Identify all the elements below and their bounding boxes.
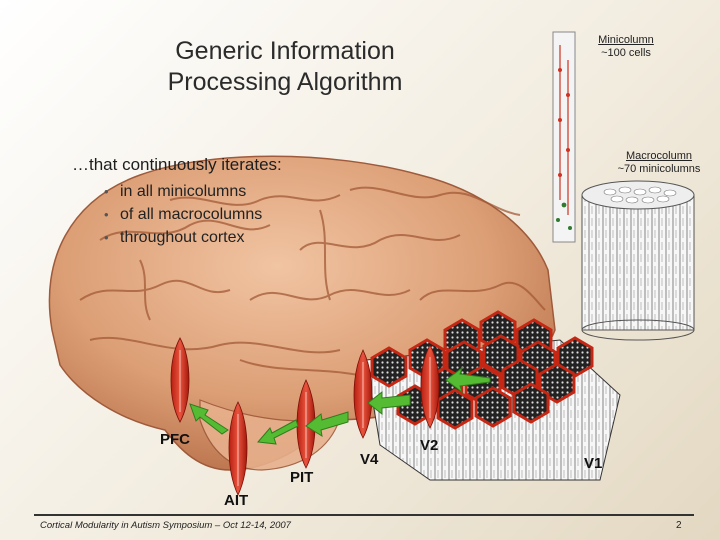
hexagonal-column-sheet xyxy=(365,310,621,481)
region-label-pit: PIT xyxy=(290,469,314,486)
bullet-dot-icon: • xyxy=(104,207,109,222)
bullet-dot-icon: • xyxy=(104,184,109,199)
macrocolumn-label: Macrocolumn ~70 minicolumns xyxy=(617,150,701,175)
lead-text: …that continuously iterates: xyxy=(72,155,282,174)
bullet-item: •in all minicolumns xyxy=(104,180,262,203)
macrocolumn-figure xyxy=(581,180,695,341)
arrow-left-icon xyxy=(189,366,491,445)
bullet-list: •in all minicolumns •of all macrocolumns… xyxy=(104,180,262,249)
bullet-item: •throughout cortex xyxy=(104,226,262,249)
footer-text: Cortical Modularity in Autism Symposium … xyxy=(40,520,291,531)
bullet-item: •of all macrocolumns xyxy=(104,203,262,226)
title-line-2: Processing Algorithm xyxy=(167,68,403,96)
region-label-v4: V4 xyxy=(360,451,379,468)
page-number: 2 xyxy=(676,520,682,531)
region-label-v2: V2 xyxy=(420,437,439,454)
slide-title: Generic Information Processing Algorithm xyxy=(130,36,440,98)
title-line-1: Generic Information xyxy=(175,37,395,65)
minicolumn-figure xyxy=(552,31,576,243)
region-label-ait: AIT xyxy=(224,492,249,509)
footer-divider xyxy=(34,514,694,516)
bullet-dot-icon: • xyxy=(104,230,109,245)
minicolumn-label: Minicolumn ~100 cells xyxy=(598,34,654,59)
region-label-pfc: PFC xyxy=(160,431,190,448)
region-label-v1: V1 xyxy=(584,455,603,472)
